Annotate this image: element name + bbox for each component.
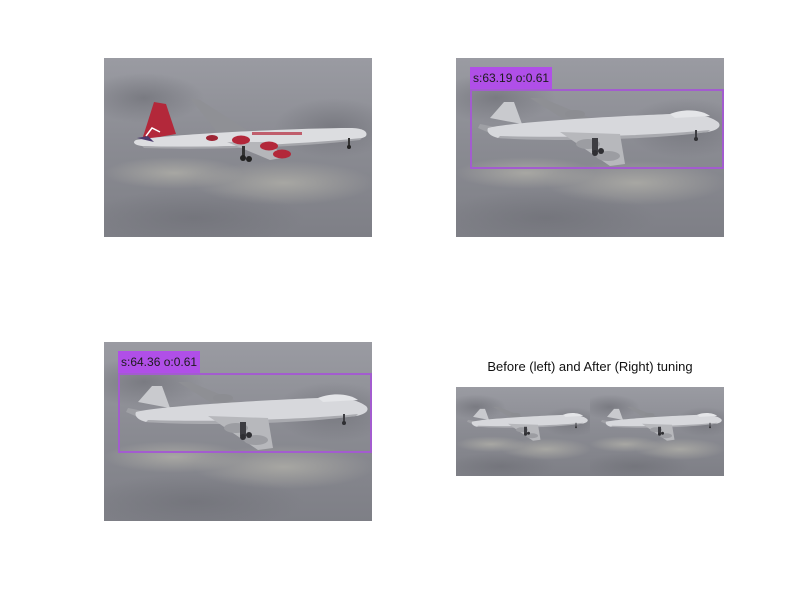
airplane-photo bbox=[590, 387, 724, 476]
airplane-photo bbox=[104, 58, 372, 237]
detection-score-label: s:64.36 o:0.61 bbox=[118, 351, 201, 373]
comparison-before-crop bbox=[456, 387, 590, 476]
detection-bounding-box bbox=[470, 89, 724, 169]
airplane-photo bbox=[456, 387, 590, 476]
detection-panel-after: s:64.36 o:0.61 bbox=[104, 342, 372, 521]
detection-bounding-box bbox=[118, 373, 372, 453]
comparison-title: Before (left) and After (Right) tuning bbox=[487, 359, 693, 374]
comparison-panel bbox=[456, 387, 724, 476]
detection-score-label: s:63.19 o:0.61 bbox=[470, 67, 553, 89]
original-image-panel bbox=[104, 58, 372, 237]
comparison-after-crop bbox=[590, 387, 724, 476]
detection-panel-before: s:63.19 o:0.61 bbox=[456, 58, 724, 237]
